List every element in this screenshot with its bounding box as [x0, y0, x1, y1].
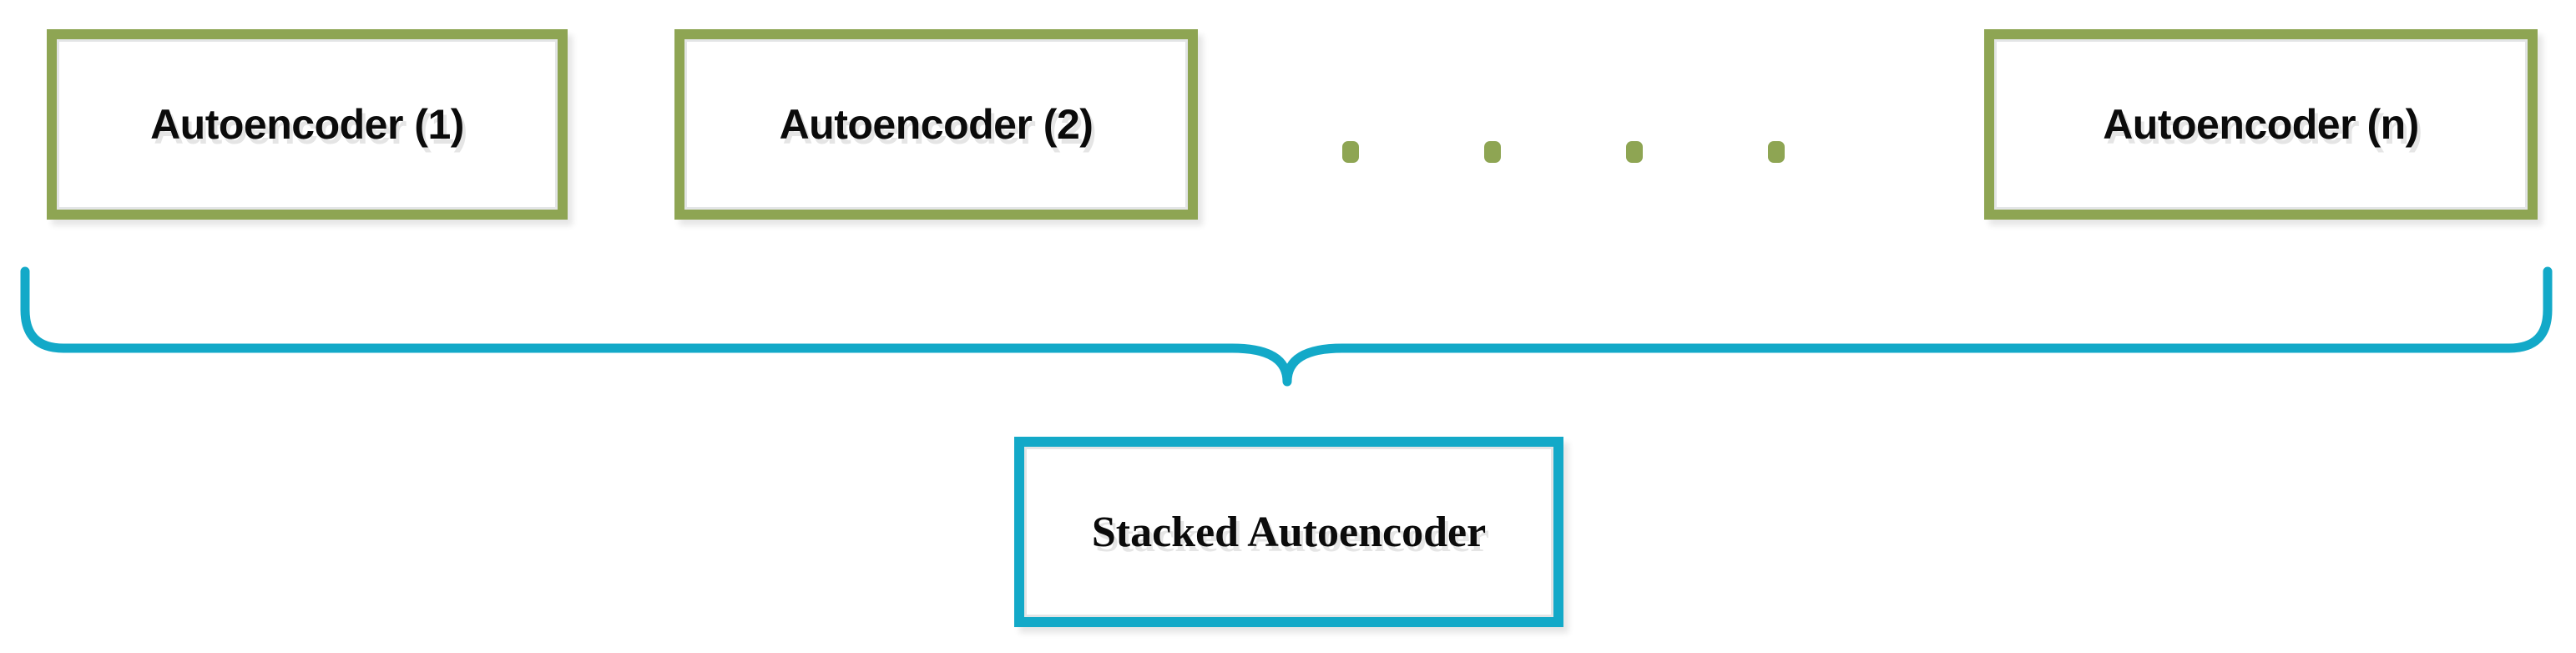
- grouping-brace-icon: [20, 266, 2553, 387]
- autoencoder-box-1-label: Autoencoder (1): [150, 101, 464, 148]
- autoencoder-box-1[interactable]: Autoencoder (1): [47, 29, 568, 220]
- stacked-autoencoder-box[interactable]: Stacked Autoencoder: [1014, 437, 1563, 627]
- continuation-dot-4: [1768, 141, 1785, 163]
- continuation-dot-2: [1484, 141, 1501, 163]
- grouping-brace-path: [20, 266, 2553, 387]
- autoencoder-box-n[interactable]: Autoencoder (n): [1984, 29, 2538, 220]
- continuation-dot-3: [1626, 141, 1643, 163]
- autoencoder-box-n-label: Autoencoder (n): [2103, 101, 2419, 148]
- autoencoder-box-2[interactable]: Autoencoder (2): [674, 29, 1198, 220]
- stacked-autoencoder-label: Stacked Autoencoder: [1091, 508, 1487, 556]
- autoencoder-box-2-label: Autoencoder (2): [779, 101, 1094, 148]
- continuation-dot-1: [1342, 141, 1359, 163]
